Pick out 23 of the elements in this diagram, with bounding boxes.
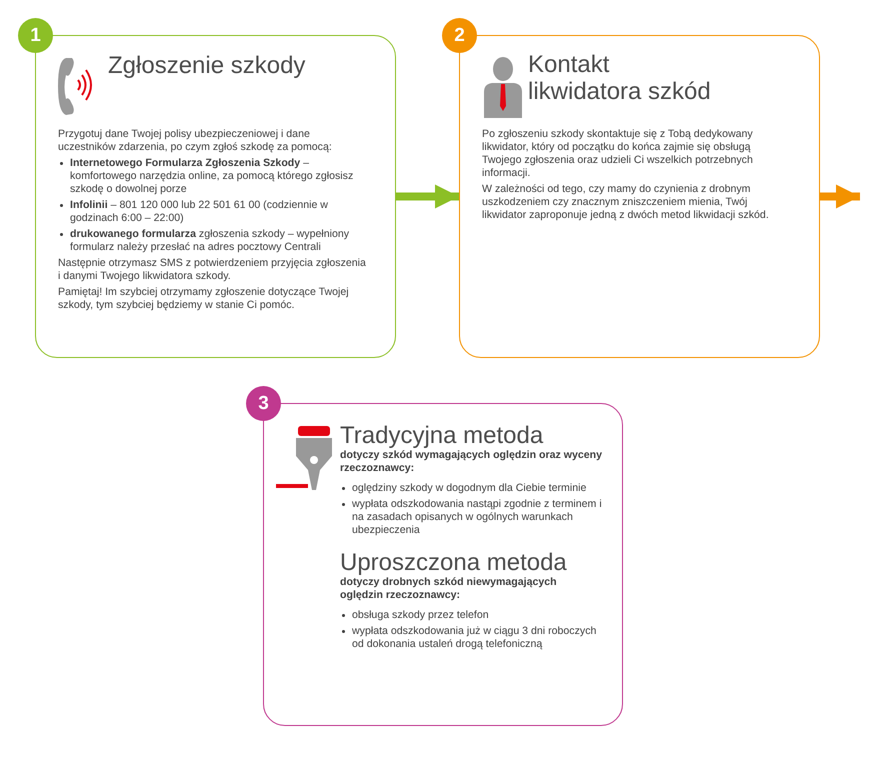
paragraph: Przygotuj dane Twojej polisy ubezpieczeniowej i dane uczestników zdarzenia, po czym zgłoś szkodę za pomocą: [58, 128, 333, 154]
bullet-item: oględziny szkody w dogodnym dla Ciebie terminie [352, 482, 588, 495]
paragraph: Po zgłoszeniu szkody skontaktuje się z Tobą dedykowany likwidator, który od początku do końca zajmie się obsługą Twojego zgłoszenia oraz udzieli Ci wszelkich potrzebnych informacji. [482, 128, 754, 180]
step-title: Zgłoszenie szkody [108, 52, 306, 79]
paragraph: Pamiętaj! Im szybciej otrzymamy zgłoszenie dotyczące Twojej szkody, tym szybciej będziemy w stanie Ci pomóc. [58, 286, 350, 312]
bullet-item: obsługa szkody przez telefon [352, 609, 490, 622]
bullet-item: wypłata odszkodowania nastąpi zgodnie z terminem i na zasadach opisanych w ogólnych warunkach ubezpieczenia [352, 498, 602, 537]
step-number-badge: 3 [246, 386, 281, 421]
bullet-item: Internetowego Formularza Zgłoszenia Szkody – komfortowego narzędzia online, za pomocą którego zgłosisz szkodę o dowolnej porze [70, 157, 354, 196]
paragraph: W zależności od tego, czy mamy do czynienia z drobnym uszkodzeniem czy znacznym zniszczeniem mienia, Twój likwidator zaproponuje jedną z dwóch metod likwidacji szkód. [482, 183, 770, 222]
subtitle: dotyczy szkód wymagających oględzin oraz wyceny rzeczoznawcy: [340, 449, 602, 475]
bullet-item: Infolinii – 801 120 000 lub 22 501 61 00 (codziennie w godzinach 6:00 – 22:00) [70, 199, 329, 225]
subtitle: dotyczy drobnych szkód niewymagających oględzin rzeczoznawcy: [340, 576, 558, 602]
bullet-item: wypłata odszkodowania już w ciągu 3 dni roboczych od dokonania ustaleń drogą telefoniczną [352, 625, 598, 651]
step-title: Tradycyjna metoda [340, 422, 544, 449]
bullet-item: drukowanego formularza zgłoszenia szkody – wypełniony formularz należy przesłać na adres pocztowy Centrali [70, 228, 350, 254]
step-number-badge: 1 [18, 18, 53, 53]
paragraph: Następnie otrzymasz SMS z potwierdzeniem przyjęcia zgłoszenia i danymi Twojego likwidatora szkody. [58, 257, 367, 283]
step-title: Uproszczona metoda [340, 549, 568, 576]
arrow [396, 184, 459, 208]
step-number-badge: 2 [442, 18, 477, 53]
arrow [820, 184, 860, 208]
step-title: Kontakt likwidatora szkód [528, 51, 712, 105]
